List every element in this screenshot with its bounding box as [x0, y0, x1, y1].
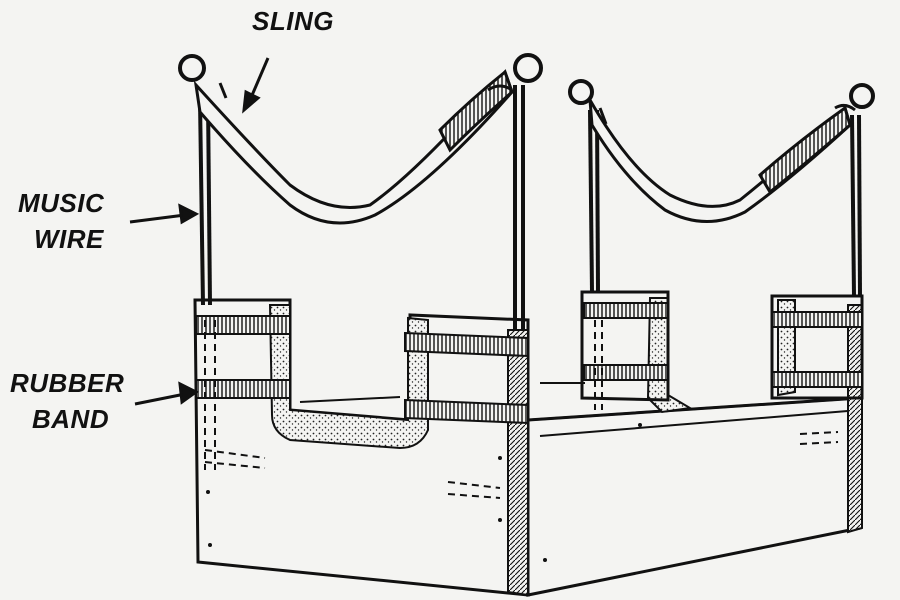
labels: SLING MUSIC WIRE RUBBER BAND — [10, 6, 334, 434]
label-arrows — [129, 57, 270, 406]
hidden-lines — [204, 320, 839, 499]
music-wire-posts — [198, 85, 862, 330]
rubber-band-arrowhead — [178, 381, 199, 405]
label-rubber-band-2: BAND — [32, 404, 109, 434]
back-blocks — [580, 290, 864, 402]
music-wire-arrow — [129, 213, 186, 224]
box-corner-edge — [507, 304, 863, 597]
rubber-bands — [195, 302, 863, 425]
sling-arrowhead — [242, 89, 261, 114]
label-sling: SLING — [252, 6, 334, 36]
label-rubber-band-1: RUBBER — [10, 368, 124, 398]
wire-eyelets — [178, 53, 875, 109]
sling-arrow — [248, 57, 270, 101]
sling-pins — [218, 82, 856, 125]
rubber-band-arrow — [134, 392, 186, 406]
music-wire-arrowhead — [178, 203, 200, 225]
slings — [193, 69, 852, 225]
nail-dots — [206, 423, 642, 562]
label-music-wire-2: WIRE — [34, 224, 104, 254]
label-music-wire-1: MUSIC — [18, 188, 105, 218]
